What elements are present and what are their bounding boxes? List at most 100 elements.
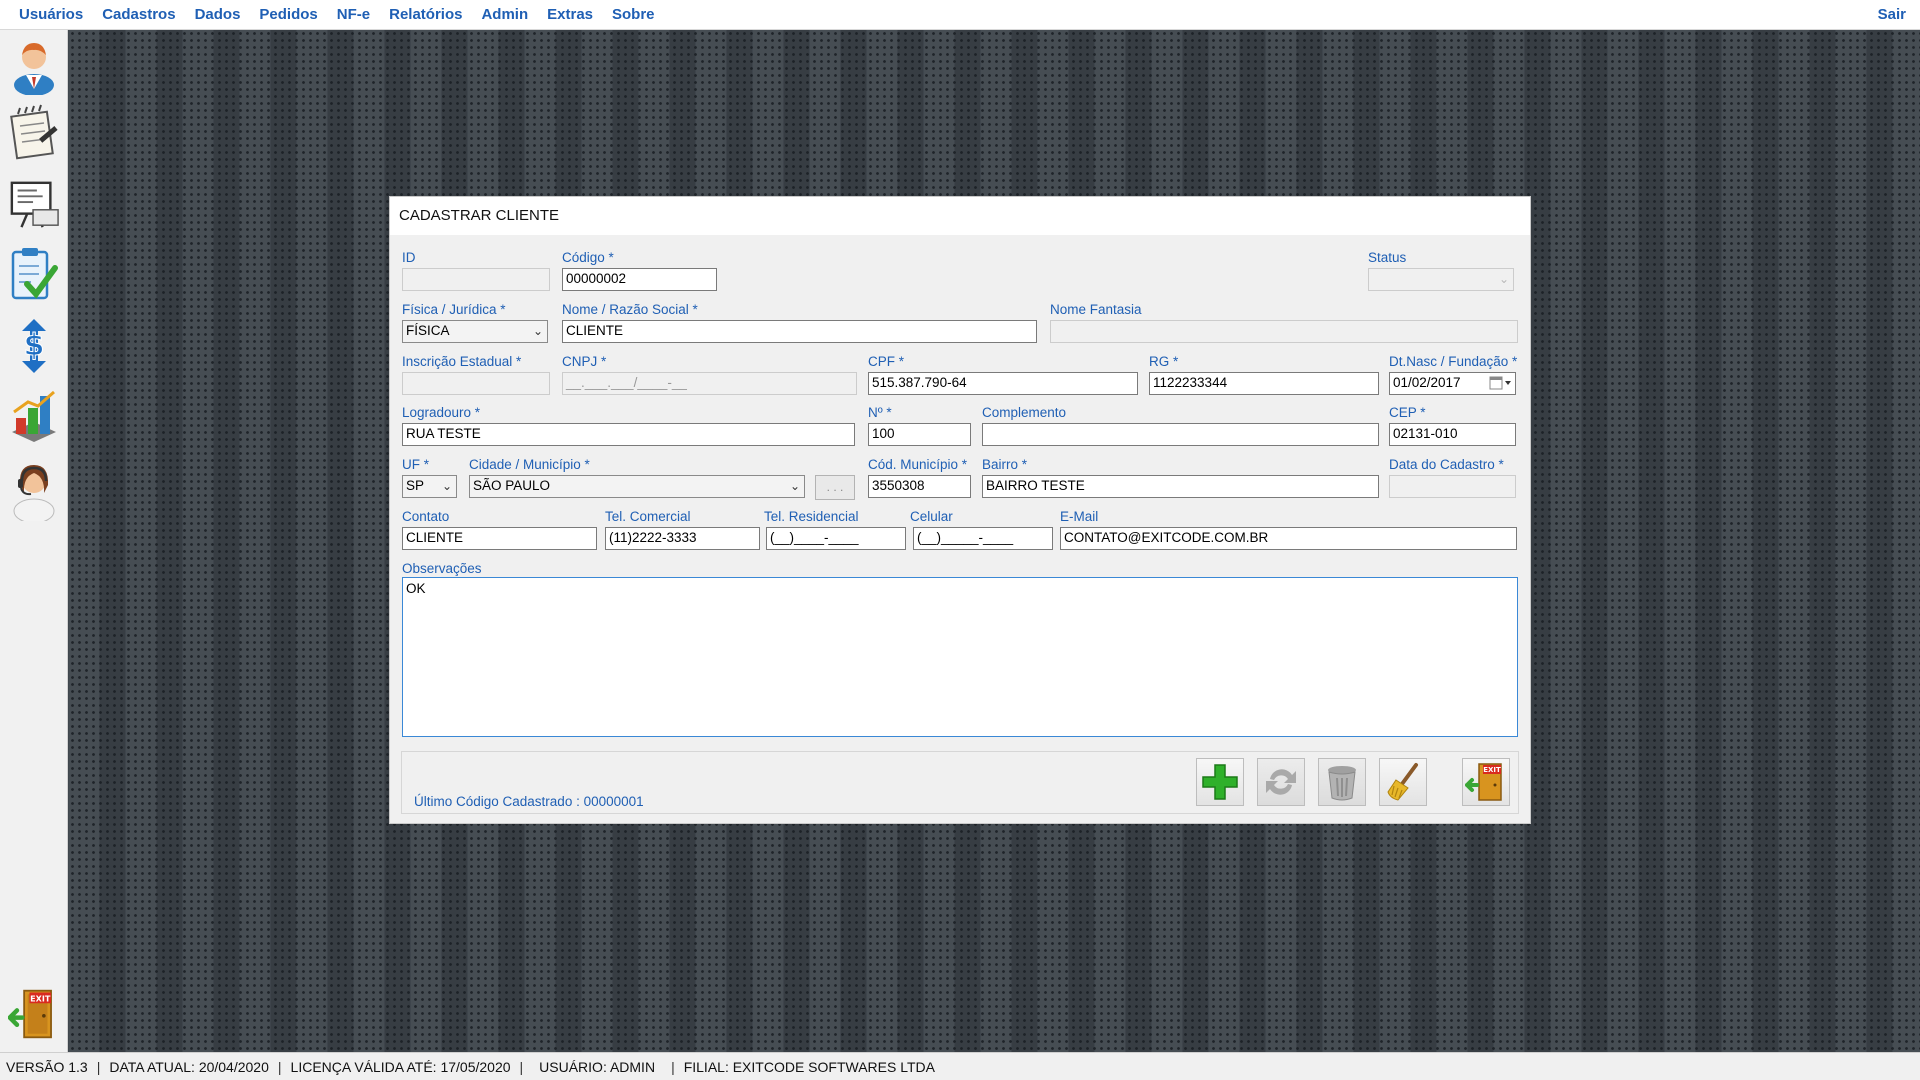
cep-label: CEP *: [1389, 405, 1426, 420]
codigo-field[interactable]: 00000002: [562, 268, 717, 291]
svg-text:$: $: [24, 328, 45, 363]
status-branch: FILIAL: EXITCODE SOFTWARES LTDA: [683, 1058, 935, 1075]
observacoes-textarea[interactable]: OK: [402, 577, 1518, 737]
uf-label: UF *: [402, 457, 429, 472]
cidade-value: SÃO PAULO: [473, 478, 551, 493]
chevron-down-icon: ⌄: [789, 479, 800, 493]
observacoes-label: Observações: [402, 561, 482, 576]
cpf-label: CPF *: [868, 354, 905, 369]
cidade-label: Cidade / Município *: [469, 457, 590, 472]
menu-relatorios[interactable]: Relatórios: [389, 6, 463, 23]
menu-nfe[interactable]: NF-e: [336, 6, 371, 23]
cpf-field[interactable]: 515.387.790-64: [868, 372, 1138, 395]
add-button[interactable]: [1196, 758, 1244, 806]
status-bar: VERSÃO 1.3 | DATA ATUAL: 20/04/2020 | LI…: [0, 1052, 1920, 1080]
status-select[interactable]: ⌄: [1368, 268, 1514, 291]
ie-field[interactable]: [402, 372, 550, 395]
complemento-label: Complemento: [982, 405, 1067, 420]
menu-pedidos[interactable]: Pedidos: [259, 6, 318, 23]
chevron-down-icon: ⌄: [532, 324, 543, 338]
data-cadastro-label: Data do Cadastro *: [1389, 457, 1504, 472]
cod-municipio-field[interactable]: 3550308: [868, 475, 971, 498]
tel-residencial-field[interactable]: (__)____-____: [766, 527, 906, 550]
email-label: E-Mail: [1060, 509, 1099, 524]
sidebar: $ EXIT: [0, 30, 68, 1052]
tel-comercial-field[interactable]: (11)2222-3333: [605, 527, 760, 550]
status-user: USUÁRIO: ADMIN: [539, 1058, 656, 1075]
menu-extras[interactable]: Extras: [547, 6, 594, 23]
menu-usuarios[interactable]: Usuários: [19, 6, 84, 23]
contato-field[interactable]: CLIENTE: [402, 527, 597, 550]
add-icon: [1202, 764, 1238, 800]
status-label: Status: [1368, 250, 1407, 265]
notepad-icon[interactable]: [8, 102, 60, 162]
menu-dados[interactable]: Dados: [194, 6, 241, 23]
cep-field[interactable]: 02131-010: [1389, 423, 1516, 446]
delete-button[interactable]: [1318, 758, 1366, 806]
nasc-value: 01/02/2017: [1393, 375, 1461, 390]
cadastrar-cliente-dialog: CADASTRAR CLIENTE ID Código * 00000002 S…: [389, 196, 1531, 824]
status-separator: |: [671, 1058, 675, 1075]
menu-bar: Usuários Cadastros Dados Pedidos NF-e Re…: [0, 0, 1920, 30]
trash-icon: [1328, 766, 1356, 801]
menu-cadastros[interactable]: Cadastros: [102, 6, 176, 23]
uf-value: SP: [406, 478, 425, 493]
dialog-title: CADASTRAR CLIENTE: [390, 197, 1530, 235]
data-cadastro-field[interactable]: [1389, 475, 1516, 498]
bairro-field[interactable]: BAIRRO TESTE: [982, 475, 1379, 498]
exit-door-icon: EXIT: [1465, 763, 1502, 801]
bairro-label: Bairro *: [982, 457, 1028, 472]
contato-label: Contato: [402, 509, 450, 524]
exit-door-icon[interactable]: EXIT: [8, 982, 60, 1046]
uf-select[interactable]: SP ⌄: [402, 475, 457, 498]
refresh-icon: [1266, 769, 1296, 795]
status-separator: |: [96, 1058, 101, 1075]
fantasia-field[interactable]: [1050, 320, 1518, 343]
bar-chart-icon[interactable]: [8, 386, 60, 446]
logradouro-field[interactable]: RUA TESTE: [402, 423, 855, 446]
clear-button[interactable]: [1379, 758, 1427, 806]
chevron-down-icon: ⌄: [1498, 272, 1509, 286]
status-version: VERSÃO 1.3: [6, 1058, 88, 1075]
last-code-label: Último Código Cadastrado : 00000001: [414, 794, 644, 809]
user-icon[interactable]: [8, 36, 60, 96]
checklist-icon[interactable]: [8, 244, 60, 304]
rg-field[interactable]: 1122233344: [1149, 372, 1379, 395]
nome-field[interactable]: CLIENTE: [562, 320, 1037, 343]
logradouro-label: Logradouro *: [402, 405, 481, 420]
presentation-icon[interactable]: [8, 174, 60, 234]
cod-municipio-label: Cód. Município *: [868, 457, 968, 472]
email-field[interactable]: CONTATO@EXITCODE.COM.BR: [1060, 527, 1517, 550]
tipo-select[interactable]: FÍSICA ⌄: [402, 320, 548, 343]
cnpj-field[interactable]: __.___.___/____-__: [562, 372, 857, 395]
dollar-icon[interactable]: $: [8, 316, 60, 376]
exit-button[interactable]: EXIT: [1462, 758, 1510, 806]
nasc-label: Dt.Nasc / Fundação *: [1389, 354, 1518, 369]
nome-label: Nome / Razão Social *: [562, 302, 698, 317]
status-date: DATA ATUAL: 20/04/2020: [109, 1058, 269, 1075]
cidade-select[interactable]: SÃO PAULO ⌄: [469, 475, 805, 498]
nasc-date-picker[interactable]: 01/02/2017: [1389, 372, 1516, 395]
ie-label: Inscrição Estadual *: [402, 354, 522, 369]
codigo-label: Código *: [562, 250, 614, 265]
status-license: LICENÇA VÁLIDA ATÉ: 17/05/2020: [290, 1058, 511, 1075]
status-separator: |: [519, 1058, 524, 1075]
id-label: ID: [402, 250, 416, 265]
action-panel: Último Código Cadastrado : 00000001: [401, 751, 1519, 814]
menu-sobre[interactable]: Sobre: [612, 6, 655, 23]
celular-label: Celular: [910, 509, 953, 524]
menu-admin[interactable]: Admin: [481, 6, 529, 23]
cidade-search-button[interactable]: . . .: [815, 475, 855, 500]
numero-field[interactable]: 100: [868, 423, 971, 446]
broom-icon: [1387, 763, 1418, 801]
celular-field[interactable]: (__)_____-____: [913, 527, 1053, 550]
id-field[interactable]: [402, 268, 550, 291]
logout-link[interactable]: Sair: [1877, 6, 1906, 23]
support-agent-icon[interactable]: [8, 460, 60, 521]
refresh-button[interactable]: [1257, 758, 1305, 806]
tel-residencial-label: Tel. Residencial: [764, 509, 859, 524]
calendar-icon[interactable]: [1489, 375, 1513, 394]
tipo-label: Física / Jurídica *: [402, 302, 506, 317]
complemento-field[interactable]: [982, 423, 1379, 446]
rg-label: RG *: [1149, 354, 1179, 369]
